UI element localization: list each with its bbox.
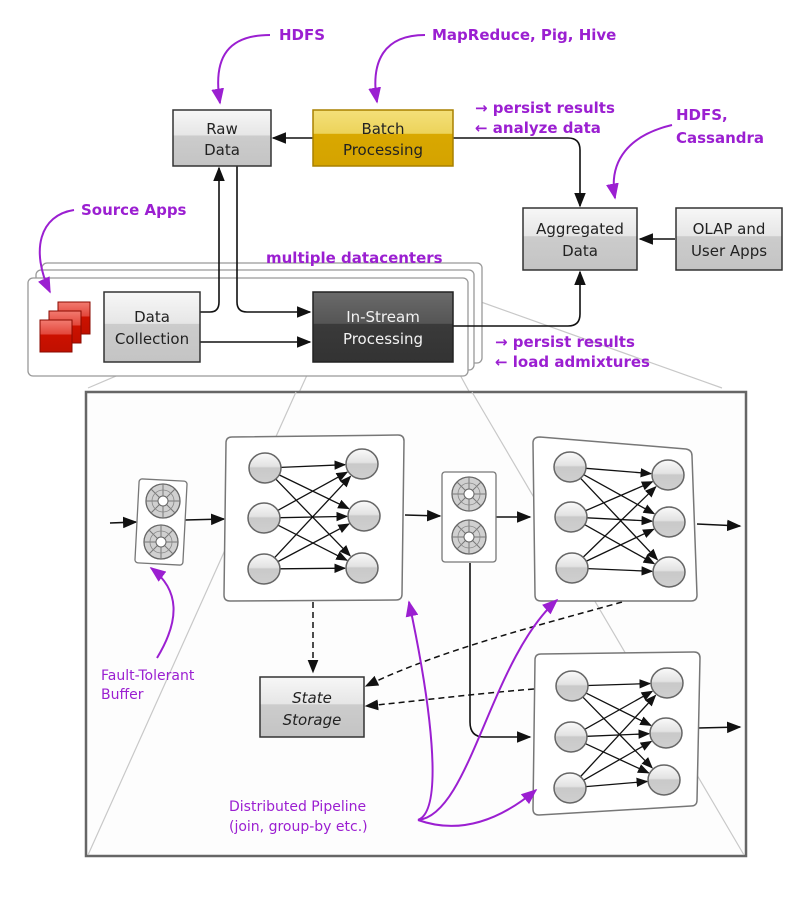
disk-icon — [143, 524, 179, 560]
connection-arrow — [586, 729, 651, 739]
connection-arrow — [280, 460, 347, 470]
node-label: Aggregated — [536, 220, 624, 238]
node-label: Data — [134, 308, 170, 326]
processing-node — [650, 667, 684, 699]
fault-tolerant-buffer-2 — [441, 471, 497, 563]
processing-node — [553, 772, 587, 804]
connection-arrow — [279, 511, 349, 522]
processing-node — [652, 556, 686, 588]
connection-arrow — [583, 486, 657, 558]
svg-text:Distributed Pipeline: Distributed Pipeline — [229, 799, 366, 815]
disk-icon — [451, 476, 487, 512]
connection-arrow — [584, 524, 656, 565]
svg-text:HDFS,: HDFS, — [676, 106, 728, 124]
svg-text:Fault-Tolerant: Fault-Tolerant — [101, 668, 195, 684]
processing-node — [345, 552, 379, 584]
annotation-batch-tools: MapReduce, Pig, Hive — [368, 26, 616, 104]
processing-node — [554, 501, 588, 533]
node-data-collection: Data Collection — [103, 291, 201, 363]
svg-text:→ persist results: → persist results — [495, 333, 635, 351]
connection-arrow — [586, 528, 655, 562]
connection-arrow — [585, 481, 654, 512]
connection-arrow — [583, 740, 653, 781]
processing-node — [647, 764, 681, 796]
svg-text:HDFS: HDFS — [279, 26, 325, 44]
connection-arrow — [279, 563, 347, 573]
node-label: Batch — [361, 120, 404, 138]
processing-node — [247, 502, 281, 534]
processing-node — [555, 670, 589, 702]
connection-arrow — [586, 692, 652, 726]
node-olap-user-apps: OLAP and User Apps — [675, 207, 783, 271]
processing-node — [554, 721, 588, 753]
connection-arrow — [274, 475, 352, 558]
connection-arrow — [585, 777, 649, 788]
disk-icon — [145, 483, 181, 519]
connection-arrow — [279, 474, 350, 510]
connection-arrow — [584, 690, 654, 730]
top-edges — [200, 132, 675, 348]
connection-arrow — [585, 467, 653, 478]
svg-text:Buffer: Buffer — [101, 687, 144, 703]
connection-arrow — [277, 471, 349, 511]
pipeline-stage-1 — [223, 434, 405, 602]
connection-arrow — [587, 679, 652, 689]
svg-text:MapReduce, Pig, Hive: MapReduce, Pig, Hive — [432, 26, 616, 44]
node-in-stream-processing: In-Stream Processing — [312, 291, 454, 363]
node-batch-processing: Batch Processing — [312, 109, 454, 167]
svg-text:(join, group-by etc.): (join, group-by etc.) — [229, 819, 368, 835]
annotation-pipeline: Distributed Pipeline (join, group-by etc… — [229, 598, 559, 835]
node-label: Storage — [283, 711, 342, 729]
processing-node — [555, 552, 589, 584]
node-label: Raw — [206, 120, 238, 138]
annotation-aggregated-store: HDFS, Cassandra — [606, 106, 764, 200]
fault-tolerant-buffer-1 — [134, 478, 188, 566]
svg-text:Source Apps: Source Apps — [81, 201, 187, 219]
node-label: OLAP and — [693, 220, 766, 238]
annotation-datacenters: multiple datacenters — [266, 249, 443, 267]
node-label: Processing — [343, 141, 423, 159]
pipeline-stage-2 — [532, 436, 698, 602]
processing-node — [248, 452, 282, 484]
processing-node — [345, 448, 379, 480]
annotation-stream-io: → persist results ← load admixtures — [495, 333, 650, 371]
node-label: In-Stream — [346, 308, 420, 326]
detail-edges — [109, 509, 742, 743]
svg-text:→ persist results: → persist results — [475, 99, 615, 117]
annotation-hdfs: HDFS — [211, 26, 325, 105]
svg-text:← load admixtures: ← load admixtures — [495, 353, 650, 371]
node-raw-data: Raw Data — [172, 109, 272, 167]
connection-arrow — [585, 743, 650, 774]
node-label: Data — [204, 141, 240, 159]
node-state-storage: State Storage — [259, 676, 365, 738]
svg-text:Cassandra: Cassandra — [676, 129, 764, 147]
node-label: Data — [562, 242, 598, 260]
annotation-source-apps: Source Apps — [38, 201, 187, 294]
connection-arrow — [583, 474, 656, 515]
processing-node — [649, 717, 683, 749]
processing-node — [347, 500, 381, 532]
pipeline-stage-3 — [532, 651, 701, 816]
processing-node — [247, 553, 281, 585]
node-label: User Apps — [691, 242, 767, 260]
connection-arrow — [277, 523, 351, 563]
node-label: Collection — [115, 330, 189, 348]
annotation-buffer: Fault-Tolerant Buffer — [101, 567, 195, 703]
processing-node — [652, 506, 686, 538]
connection-arrow — [586, 515, 654, 526]
connection-arrow — [582, 696, 653, 769]
disk-icon — [451, 519, 487, 555]
connection-arrow — [580, 694, 657, 777]
annotation-batch-io: → persist results ← analyze data — [475, 99, 615, 137]
connection-arrow — [587, 566, 654, 576]
processing-node — [553, 451, 587, 483]
node-aggregated-data: Aggregated Data — [522, 207, 638, 271]
processing-node — [651, 459, 685, 491]
node-label: Processing — [343, 330, 423, 348]
svg-text:← analyze data: ← analyze data — [475, 119, 601, 137]
source-apps-icon — [39, 301, 91, 353]
node-label: State — [292, 689, 332, 707]
